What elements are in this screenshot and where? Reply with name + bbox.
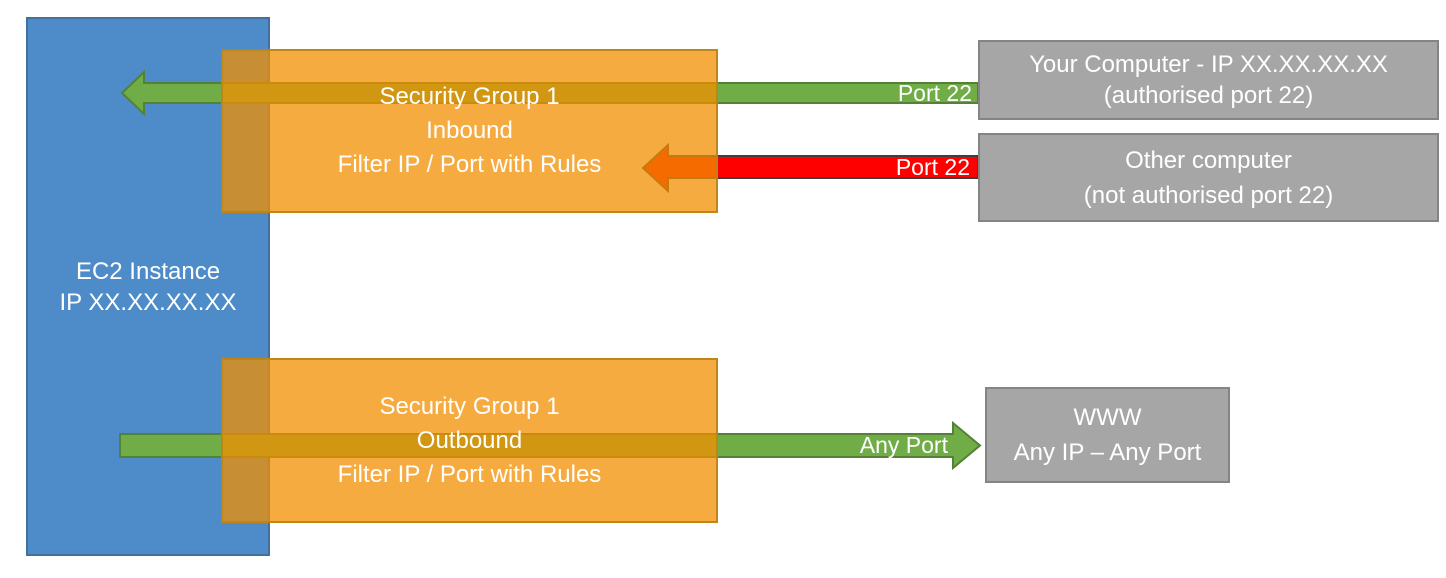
inbound-blocked-port-label: Port 22 [895, 154, 970, 180]
your-computer-line2: (authorised port 22) [1103, 82, 1314, 109]
ec2-instance-label-line2: IP XX.XX.XX.XX [59, 288, 237, 316]
www-box: WWW Any IP – Any Port [985, 387, 1230, 483]
security-group-outbound-line1: Security Group 1 [379, 392, 560, 420]
security-group-inbound-box: Security Group 1 Inbound Filter IP / Por… [221, 49, 718, 213]
inbound-allowed-port-label: Port 22 [897, 80, 972, 106]
security-group-outbound-line2: Outbound [416, 426, 523, 454]
security-group-outbound-box: Security Group 1 Outbound Filter IP / Po… [221, 358, 718, 523]
other-computer-line1: Other computer [1125, 146, 1292, 174]
other-computer-box: Other computer (not authorised port 22) [978, 133, 1439, 222]
other-computer-line2: (not authorised port 22) [1083, 181, 1334, 209]
security-group-inbound-line3: Filter IP / Port with Rules [337, 151, 602, 178]
security-group-inbound-line2: Inbound [426, 117, 513, 144]
security-group-outbound-line3: Filter IP / Port with Rules [337, 460, 602, 488]
your-computer-line1: Your Computer - IP XX.XX.XX.XX [1029, 51, 1388, 78]
outbound-port-label: Any Port [859, 432, 948, 458]
www-line2: Any IP – Any Port [1013, 439, 1202, 466]
ec2-instance-label-line1: EC2 Instance [75, 257, 221, 285]
your-computer-box: Your Computer - IP XX.XX.XX.XX (authoris… [978, 40, 1439, 120]
security-group-inbound-line1: Security Group 1 [379, 83, 560, 110]
www-line1: WWW [1073, 404, 1142, 431]
